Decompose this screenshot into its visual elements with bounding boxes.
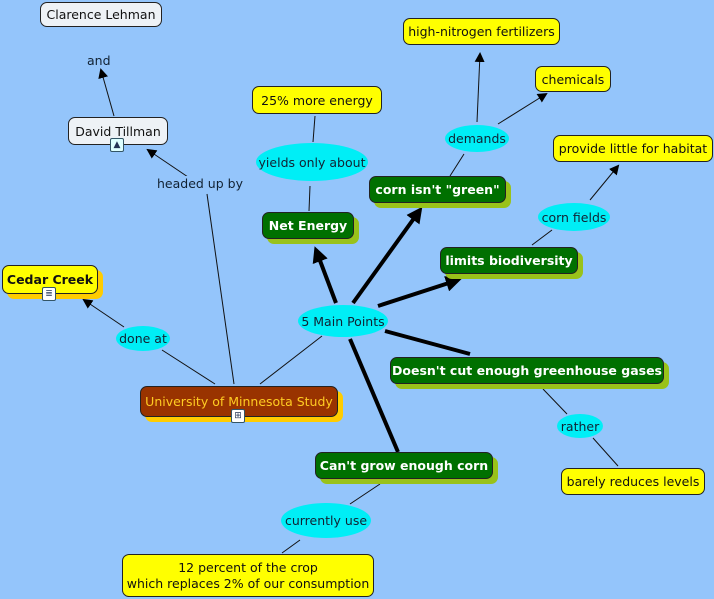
link-headed-up-by[interactable]: headed up by [155,176,245,191]
edge [589,164,620,201]
node-provide-little-for-habitat[interactable]: provide little for habitat [553,135,713,162]
node-david-tillman[interactable]: David Tillman [68,117,168,145]
edge [161,349,216,385]
node-text-line: 12 percent of the crop [178,559,318,575]
edge [377,276,462,308]
edge [348,338,400,453]
node-limits-biodiversity[interactable]: limits biodiversity [440,247,578,274]
edge [542,388,568,415]
edge [206,193,235,385]
submap-icon[interactable]: ⊞ [231,409,245,423]
edge [312,246,338,304]
link-done-at[interactable]: done at [116,326,170,351]
node-net-energy[interactable]: Net Energy [262,212,354,239]
edge [312,115,316,143]
edge [308,185,311,212]
node-cant-grow-enough-corn[interactable]: Can't grow enough corn [315,452,493,479]
edge [349,483,381,505]
edge [146,148,189,178]
node-barely-reduces-levels[interactable]: barely reduces levels [561,468,705,495]
edge [449,153,465,177]
edge [474,52,485,123]
edge [497,92,548,125]
node-corn-isnt-green[interactable]: corn isn't "green" [369,176,506,203]
main-topic-5-main-points[interactable]: 5 Main Points [298,305,388,337]
link-currently-use[interactable]: currently use [281,503,371,538]
edge [82,298,125,328]
node-chemicals[interactable]: chemicals [535,66,611,92]
edge [592,437,619,467]
node-clarence-lehman[interactable]: Clarence Lehman [40,2,162,27]
edge [281,539,301,554]
node-high-nitrogen-fertilizers[interactable]: high-nitrogen fertilizers [403,18,560,45]
link-rather[interactable]: rather [557,414,603,438]
edge [351,206,423,305]
edge [384,329,471,356]
node-cedar-creek[interactable]: Cedar Creek [2,265,98,294]
node-text-line: which replaces 2% of our consumption [126,575,370,591]
link-corn-fields[interactable]: corn fields [538,203,610,231]
edge [531,229,553,246]
image-icon[interactable]: ▲ [110,138,124,152]
link-yields-only-about[interactable]: yields only about [256,143,368,181]
edge [98,68,115,117]
document-icon[interactable]: ≣ [42,287,56,301]
node-doesnt-cut-greenhouse-gases[interactable]: Doesn't cut enough greenhouse gases [390,357,664,384]
link-demands[interactable]: demands [445,125,509,152]
node-12-percent-of-the-crop[interactable]: 12 percent of the crop which replaces 2%… [122,554,374,597]
link-and[interactable]: and [85,53,113,68]
node-25-more-energy[interactable]: 25% more energy [252,86,382,114]
edge [259,335,323,385]
